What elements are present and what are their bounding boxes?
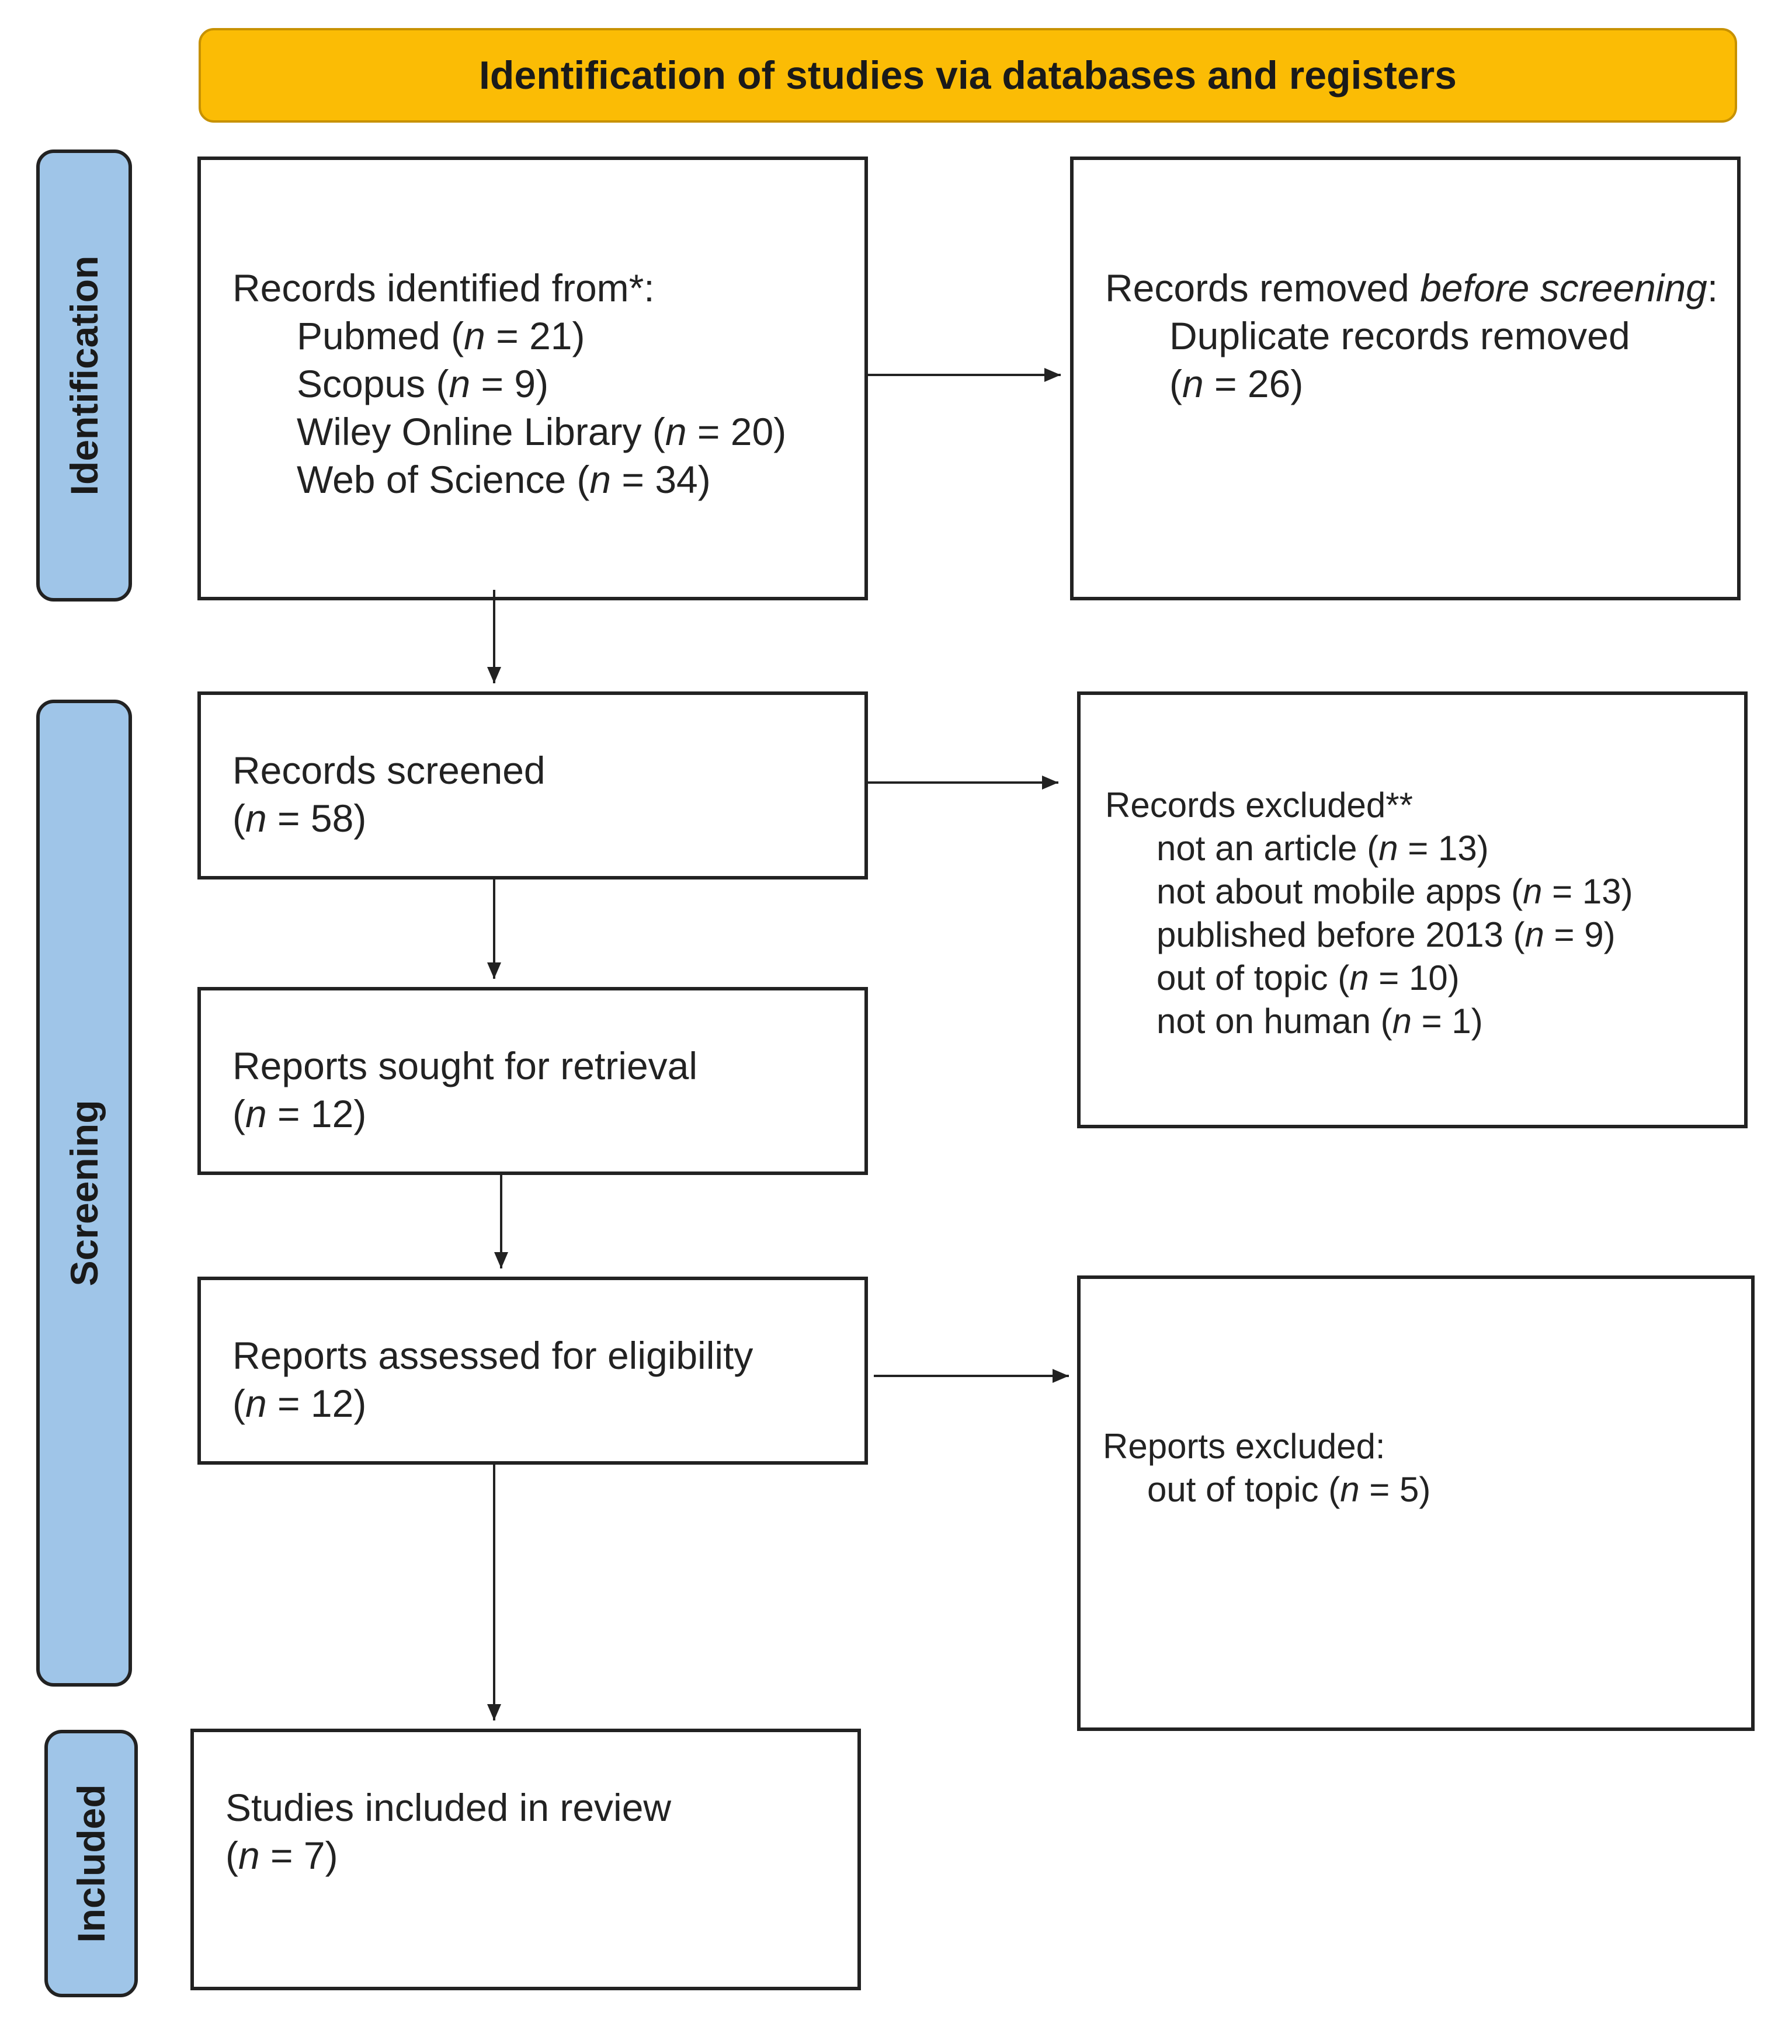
phase-screening: Screening [36,700,132,1687]
source-item: Scopus (n = 9) [297,362,549,405]
reports-excluded-box: Reports excluded: out of topic (n = 5) [1077,1275,1755,1731]
records-identified-heading: Records identified from*: [232,266,655,310]
exclusion-reason: not an article (n = 13) [1157,829,1489,868]
phase-banner: Identification of studies via databases … [199,28,1737,123]
exclusion-reason: not about mobile apps (n = 13) [1157,872,1633,911]
records-screened-count: (n = 58) [232,797,367,840]
studies-included-box: Studies included in review (n = 7) [190,1729,861,1990]
records-excluded-box: Records excluded** not an article (n = 1… [1077,691,1748,1128]
reports-sought-label: Reports sought for retrieval [232,1044,698,1087]
source-item: Web of Science (n = 34) [297,458,711,501]
exclusion-reason: out of topic (n = 5) [1147,1470,1431,1509]
duplicate-records-label: Duplicate records removed [1169,314,1630,357]
records-removed-heading: Records removed before screening: [1105,266,1718,310]
records-excluded-heading: Records excluded** [1105,785,1413,825]
source-item: Wiley Online Library (n = 20) [297,410,787,453]
reports-sought-count: (n = 12) [232,1092,367,1135]
studies-included-label: Studies included in review [225,1786,672,1829]
records-identified-box: Records identified from*: Pubmed (n = 21… [197,157,868,600]
source-item: Pubmed (n = 21) [297,314,585,357]
records-screened-box: Records screened (n = 58) [197,691,868,880]
reports-excluded-heading: Reports excluded: [1103,1427,1385,1466]
studies-included-count: (n = 7) [225,1834,338,1877]
exclusion-reason: not on human (n = 1) [1157,1002,1483,1041]
duplicate-records-count: (n = 26) [1169,362,1304,405]
banner-title: Identification of studies via databases … [478,53,1457,98]
records-removed-box: Records removed before screening: Duplic… [1070,157,1741,600]
reports-assessed-count: (n = 12) [232,1382,367,1425]
exclusion-reason: published before 2013 (n = 9) [1157,915,1616,954]
phase-included: Included [44,1730,138,1997]
reports-sought-box: Reports sought for retrieval (n = 12) [197,987,868,1175]
reports-assessed-label: Reports assessed for eligibility [232,1334,753,1377]
reports-assessed-box: Reports assessed for eligibility (n = 12… [197,1277,868,1465]
exclusion-reason: out of topic (n = 10) [1157,958,1460,997]
phase-identification: Identification [36,150,132,602]
records-screened-label: Records screened [232,749,546,792]
